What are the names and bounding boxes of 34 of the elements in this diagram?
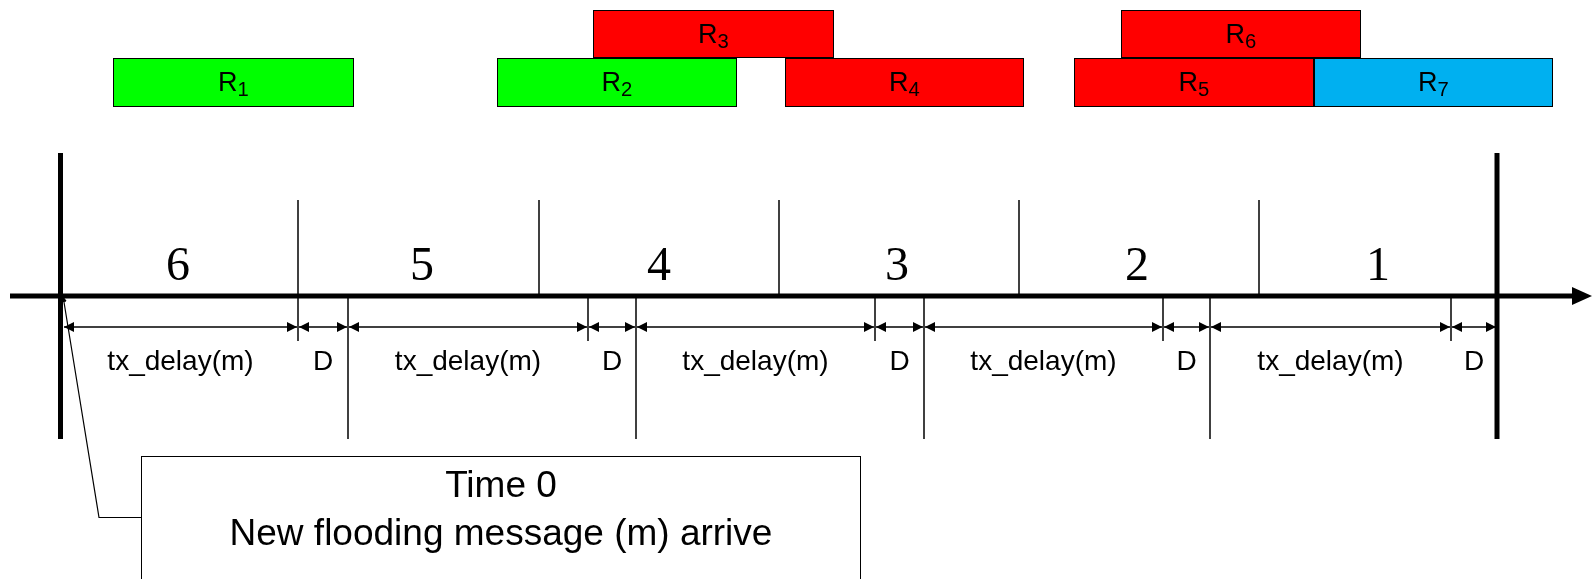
interval-label: D — [1463, 347, 1485, 375]
slot-number: 5 — [410, 240, 434, 288]
slot-bar — [593, 10, 834, 58]
interval-label: tx_delay(m) — [107, 347, 254, 375]
bar-label: R$_{1}$ — [218, 69, 249, 96]
interval-label: tx_delay(m) — [1257, 347, 1404, 375]
slot-bar — [1314, 58, 1553, 107]
slot-number: 6 — [166, 240, 190, 288]
interval-label: D — [312, 347, 334, 375]
interval-label: D — [1176, 347, 1197, 375]
slot-number: 1 — [1366, 240, 1390, 288]
bar-label: R$_{4}$ — [889, 69, 920, 96]
slot-number: 3 — [885, 240, 909, 288]
slot-bar — [785, 58, 1024, 107]
note-text: New flooding message (m) arrive — [229, 511, 773, 555]
slot-bar — [1121, 10, 1361, 58]
slot-number: 4 — [647, 240, 671, 288]
slot-number: 2 — [1125, 240, 1149, 288]
interval-label: tx_delay(m) — [970, 347, 1117, 375]
interval-label: D — [601, 347, 623, 375]
bar-label: R$_{7}$ — [1418, 69, 1449, 96]
slot-bar — [1074, 58, 1314, 107]
slot-bar — [497, 58, 737, 107]
interval-label: D — [889, 347, 910, 375]
bar-label: R$_{2}$ — [601, 69, 633, 96]
interval-label: tx_delay(m) — [394, 347, 542, 375]
bar-label: R$_{6}$ — [1225, 20, 1257, 48]
bar-label: R$_{5}$ — [1178, 69, 1210, 96]
leader-line — [61, 295, 142, 519]
bar-label: R$_{3}$ — [698, 20, 729, 48]
interval-label: tx_delay(m) — [682, 347, 829, 375]
note-box — [141, 456, 861, 579]
note-text: Time 0 — [445, 463, 557, 507]
slot-bar — [113, 58, 354, 107]
